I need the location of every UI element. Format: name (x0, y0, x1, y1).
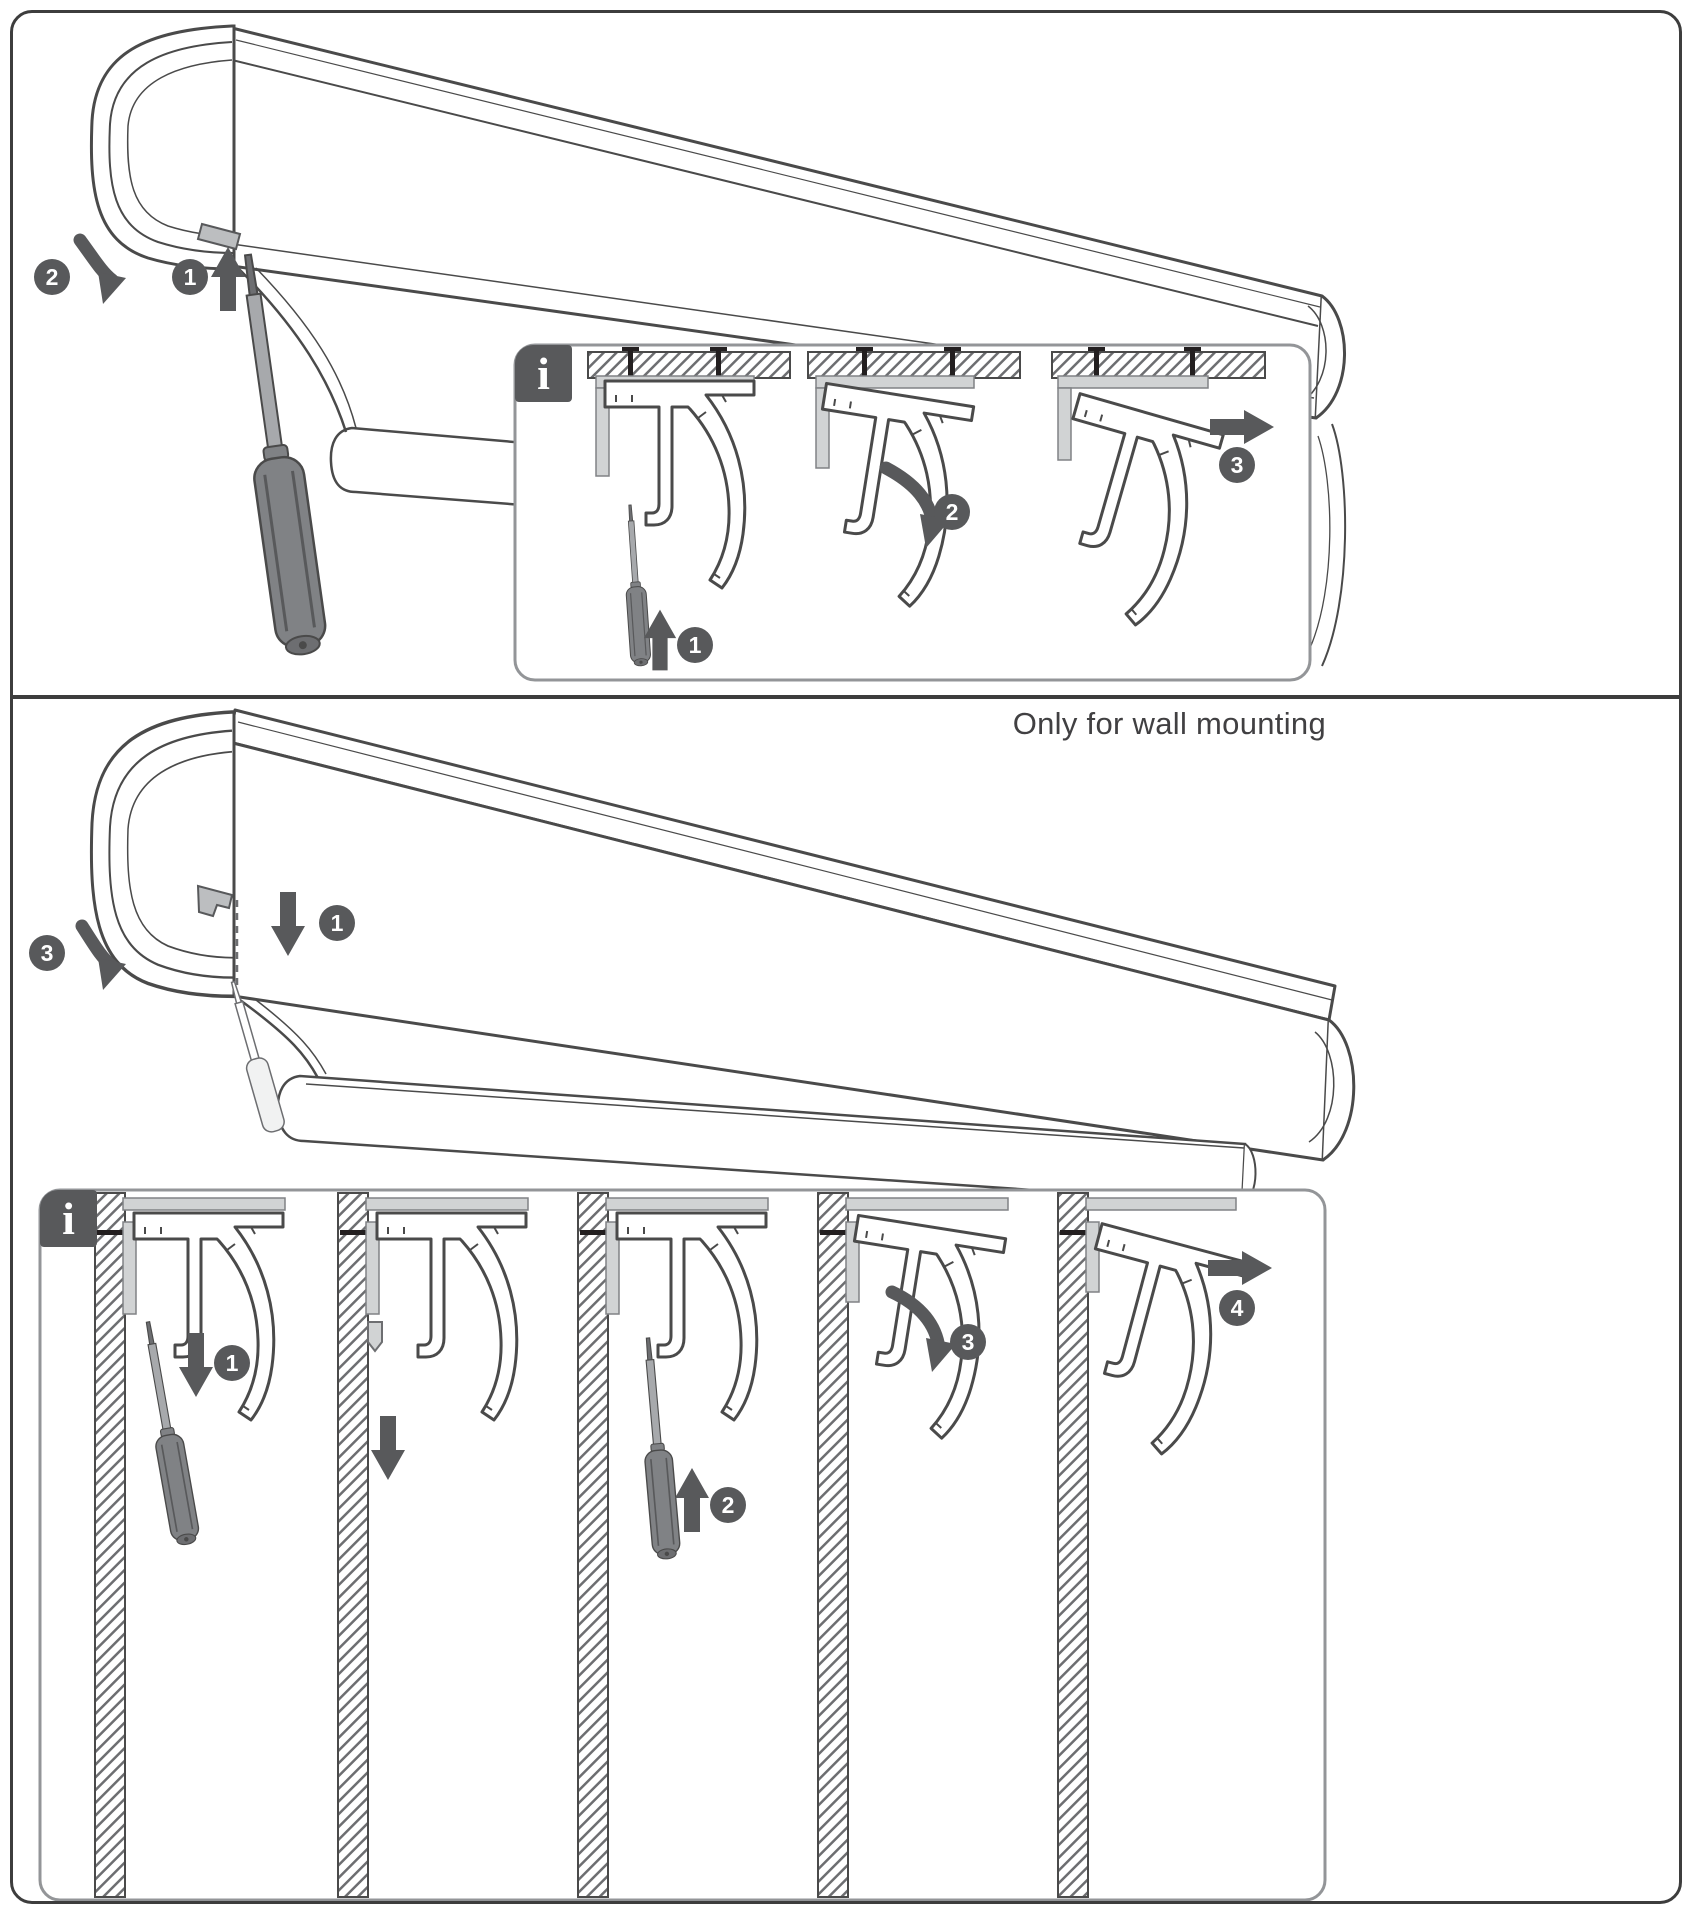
info-icon: i (515, 345, 572, 402)
wall-hatch (94, 1192, 1089, 1898)
clip-piece (367, 1321, 383, 1353)
step-badge-pry-up: 1 (172, 259, 208, 295)
step-arrows (75, 892, 305, 990)
strip-badge-slide-out: 4 (1219, 1290, 1255, 1326)
step-badge-rotate-down: 2 (34, 259, 70, 295)
rotate-arrow-head (926, 1338, 956, 1372)
step-badge-rotate-down: 3 (29, 935, 65, 971)
wall-step-rotate (824, 1197, 1009, 1445)
panel-divider (12, 695, 1680, 699)
rotate-arrow-head (98, 272, 126, 304)
wall-step-slide-out (1047, 1197, 1272, 1464)
inset-badge-rotate: 2 (934, 494, 970, 530)
front-bar (237, 267, 528, 507)
shade-right-edge (1309, 423, 1347, 667)
inset-step-slide-out (1021, 375, 1274, 636)
wall-step-push-up (605, 1197, 769, 1561)
wall-mounting-title: Only for wall mounting (1012, 706, 1326, 741)
inset-step-rotate (792, 375, 976, 613)
strip-badge-push-up: 2 (710, 1487, 746, 1523)
inset-step-push-up (595, 375, 756, 671)
step-badge-push-down: 1 (319, 905, 355, 941)
rotate-arrow-head (98, 958, 126, 990)
ceiling-screws (622, 347, 1201, 380)
release-clip (196, 884, 239, 986)
mounting-clip (196, 222, 242, 251)
wall-step-pry-down (122, 1197, 286, 1548)
ceiling-hatch (587, 351, 1266, 379)
step-arrows (73, 233, 245, 311)
wall-step-clip-drop (365, 1197, 529, 1480)
inset-badge-push-up: 1 (677, 627, 713, 663)
strip-badge-rotate: 3 (950, 1324, 986, 1360)
strip-badge-pry-down: 1 (214, 1345, 250, 1381)
inset-badge-slide-out: 3 (1219, 447, 1255, 483)
info-icon: i (40, 1190, 97, 1247)
cassette-body (230, 26, 1346, 420)
